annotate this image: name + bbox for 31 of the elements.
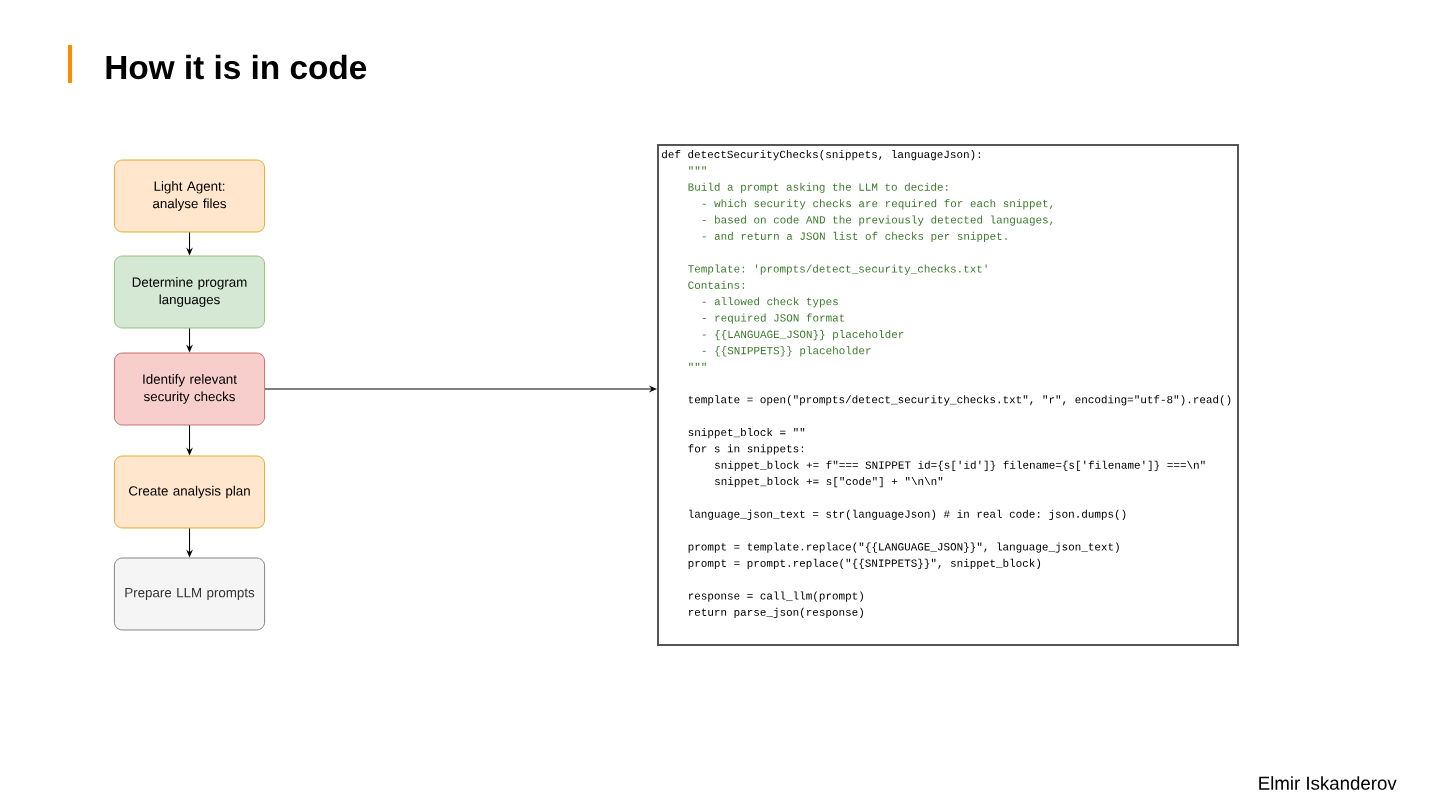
code-line: snippet_block += f"=== SNIPPET id={s['id']} filename={s['filename']} ===\n" bbox=[715, 460, 1205, 471]
process-box: Create analysis plan bbox=[114, 455, 265, 529]
code-line: snippet_block = "" bbox=[688, 428, 805, 439]
code-line: language_json_text = str(languageJson) # in real code: json.dumps() bbox=[689, 509, 1126, 520]
code-line: template = open("prompts/detect_security_checks.txt", "r", encoding="utf-8").read() bbox=[688, 395, 1231, 406]
code-line: Contains: bbox=[688, 280, 745, 289]
code-line: - required JSON format bbox=[702, 313, 845, 324]
code-line: snippet_block += s["code"] + "\n\n" bbox=[715, 477, 943, 488]
code-line: prompt = template.replace("{{LANGUAGE_JSON}}", language_json_text) bbox=[688, 542, 1119, 553]
code-line: Template: 'prompts/detect_security_checks.txt' bbox=[688, 264, 987, 275]
author-name: Elmir Iskanderov bbox=[1259, 776, 1397, 790]
code-line: prompt = prompt.replace("{{SNIPPETS}}", snippet_block) bbox=[688, 558, 1041, 570]
process-box: Identify relevant security checks bbox=[114, 352, 265, 426]
code-line: return parse_json(response) bbox=[688, 607, 863, 619]
process-box: Determine program languages bbox=[114, 255, 265, 329]
process-box: Prepare LLM prompts bbox=[114, 557, 265, 631]
code-box bbox=[657, 144, 1239, 646]
code-line: - and return a JSON list of checks per snippet. bbox=[702, 231, 1007, 243]
slide-title: How it is in code bbox=[106, 54, 367, 80]
code-line: - allowed check types bbox=[702, 297, 838, 308]
process-box: Light Agent: analyse files bbox=[114, 159, 265, 233]
code-line: """ bbox=[689, 166, 706, 170]
code-line: - {{LANGUAGE_JSON}} placeholder bbox=[702, 329, 904, 341]
code-line: - based on code AND the previously detected languages, bbox=[702, 215, 1053, 226]
code-line: for s in snippets: bbox=[688, 444, 804, 455]
code-line: def detectSecurityChecks(snippets, languageJson): bbox=[662, 150, 981, 161]
code-line: Build a prompt asking the LLM to decide: bbox=[688, 182, 948, 193]
code-line: - {{SNIPPETS}} placeholder bbox=[702, 346, 871, 357]
code-line: - which security checks are required for each snippet, bbox=[702, 199, 1053, 210]
code-line: """ bbox=[689, 362, 706, 367]
code-line: response = call_llm(prompt) bbox=[688, 591, 863, 602]
